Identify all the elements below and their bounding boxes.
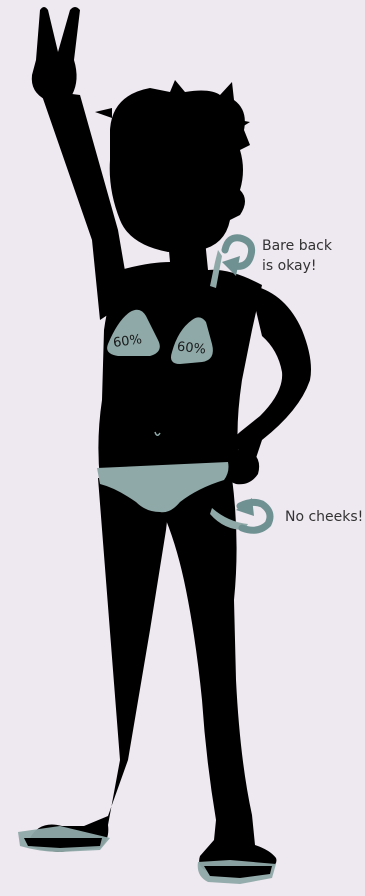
cup-coverage-right: 60% xyxy=(176,340,206,358)
bare-back-note: Bare back is okay! xyxy=(262,236,332,276)
no-cheeks-note: No cheeks! xyxy=(285,507,363,527)
bare-back-note-line1: Bare back xyxy=(262,236,332,256)
peace-sign-hand xyxy=(32,7,80,105)
legs xyxy=(29,478,276,874)
bare-back-note-line2: is okay! xyxy=(262,256,332,276)
cheeks-arrow-icon xyxy=(236,498,270,530)
head xyxy=(95,80,250,252)
back-arrow-icon xyxy=(222,238,252,276)
